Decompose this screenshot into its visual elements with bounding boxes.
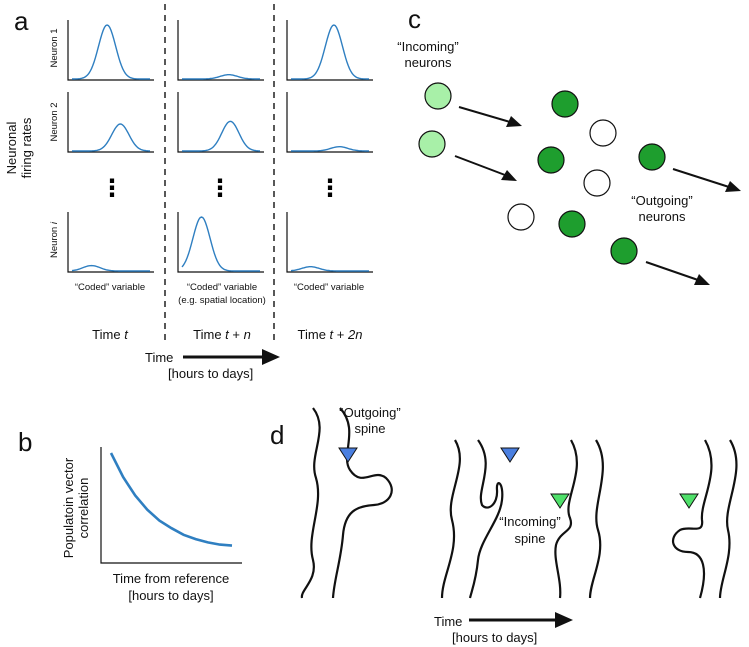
tuning-curve-r1-c1 [72, 24, 150, 80]
dendrite-1-right [331, 407, 393, 599]
tuning-axes-r3-c1 [67, 212, 154, 273]
incoming-spine-label-line1: “Incoming” [499, 514, 560, 529]
tuning-curve-r2-c1 [72, 123, 150, 152]
panel-b-ylabel-line2: correlation [76, 478, 91, 539]
time-label-3: Time t + 2n [298, 327, 363, 342]
panel-b-ylabel-line1: Populatoin vector [61, 457, 76, 558]
neuron-2-label: Neuron 2 [49, 102, 60, 141]
time-arrow-sublabel: [hours to days] [168, 366, 253, 381]
inactive-neuron-1 [589, 119, 617, 147]
incoming-arrowhead-2 [501, 170, 517, 181]
time-label-1: Time t [92, 327, 129, 342]
neuron-1-label: Neuron 1 [49, 28, 60, 67]
neuron-i-label: Neuron i [49, 221, 60, 258]
ellipsis-col-3: ⋮ [318, 175, 342, 202]
panel-d-time-sublabel: [hours to days] [452, 630, 537, 645]
tuning-axes-r1-c3 [286, 20, 373, 81]
tuning-curve-r3-c1 [71, 264, 150, 272]
tuning-axes-r3-c2 [177, 212, 264, 273]
dendrite-1-left [300, 407, 321, 599]
panel-a-ylabel-line2: firing rates [19, 117, 34, 178]
incoming-neurons-label-line2: neurons [405, 55, 452, 70]
tuning-axes-r1-c2 [177, 20, 264, 81]
time-arrow-head [262, 349, 280, 365]
panel-d-letter: d [270, 420, 284, 450]
incoming-neuron-1 [424, 82, 452, 110]
tuning-curve-r2-c2 [182, 120, 260, 152]
outgoing-spine-label-line2: spine [354, 421, 385, 436]
tuning-curve-r1-c2 [182, 74, 260, 80]
incoming-spine-marker-1 [550, 493, 570, 509]
dendrite-2-left [440, 439, 461, 599]
outgoing-arrow-2 [645, 261, 699, 281]
inactive-neuron-3 [507, 203, 535, 231]
outgoing-spine-marker-1 [338, 447, 358, 463]
outgoing-neuron-2 [610, 237, 638, 265]
ellipsis-col-2: ⋮ [208, 175, 232, 202]
dendrite-2-right [468, 439, 504, 599]
outgoing-neurons-label-line1: “Outgoing” [631, 193, 692, 208]
inactive-neuron-2 [583, 169, 611, 197]
panel-b-xlabel-line1: Time from reference [113, 571, 230, 586]
incoming-arrowhead-1 [506, 116, 522, 127]
outgoing-spine-label-line1: “Outgoing” [339, 405, 400, 420]
outgoing-neuron-1 [638, 143, 666, 171]
panel-d-time-arrowhead [555, 612, 573, 628]
outgoing-arrowhead-1 [725, 181, 741, 192]
tuning-axes-r2-c2 [177, 92, 264, 153]
panel-c-letter: c [408, 4, 421, 34]
active-neuron-1 [551, 90, 579, 118]
panel-a-letter: a [14, 6, 29, 36]
tuning-curve-r3-c2 [181, 216, 260, 272]
coded-variable-label-3: “Coded” variable [294, 282, 364, 293]
panel-b-xlabel-line2: [hours to days] [128, 588, 213, 603]
tuning-axes-r3-c3 [286, 212, 373, 273]
tuning-axes-r2-c3 [286, 92, 373, 153]
panel-a-ylabel-line1: Neuronal [4, 122, 19, 175]
ellipsis-col-1: ⋮ [100, 175, 124, 202]
coded-variable-example: (e.g. spatial location) [178, 295, 266, 306]
coded-variable-label-1: “Coded” variable [75, 282, 145, 293]
active-neuron-3 [558, 210, 586, 238]
incoming-spine-label-line2: spine [514, 531, 545, 546]
tuning-curve-r1-c3 [291, 24, 369, 80]
tuning-curve-r3-c3 [290, 266, 369, 272]
incoming-neuron-2 [418, 130, 446, 158]
incoming-spine-marker-2 [679, 493, 699, 509]
panel-b-letter: b [18, 427, 32, 457]
active-neuron-2 [537, 146, 565, 174]
incoming-arrow-1 [458, 106, 511, 123]
tuning-curves-grid [67, 20, 373, 273]
incoming-neurons-label-line1: “Incoming” [397, 39, 458, 54]
panel-d-time-label: Time [434, 614, 462, 629]
decay-curve [109, 452, 233, 547]
tuning-axes-r2-c1 [67, 92, 154, 153]
panel-b-axes [100, 447, 242, 564]
outgoing-arrow-1 [672, 168, 730, 188]
time-arrow-label: Time [145, 350, 173, 365]
incoming-arrow-2 [454, 155, 506, 176]
outgoing-arrowhead-2 [694, 274, 710, 285]
dendrite-4-right [718, 439, 738, 599]
dendrite-4-left [671, 439, 713, 599]
time-label-2: Time t + n [193, 327, 251, 342]
coded-variable-label-2: “Coded” variable [187, 282, 257, 293]
dendrite-3-right [588, 439, 604, 599]
tuning-axes-r1-c1 [67, 20, 154, 81]
outgoing-spine-marker-2 [500, 447, 520, 463]
tuning-curve-r2-c3 [291, 146, 369, 152]
dendrite-3-left [554, 439, 578, 599]
outgoing-neurons-label-line2: neurons [639, 209, 686, 224]
